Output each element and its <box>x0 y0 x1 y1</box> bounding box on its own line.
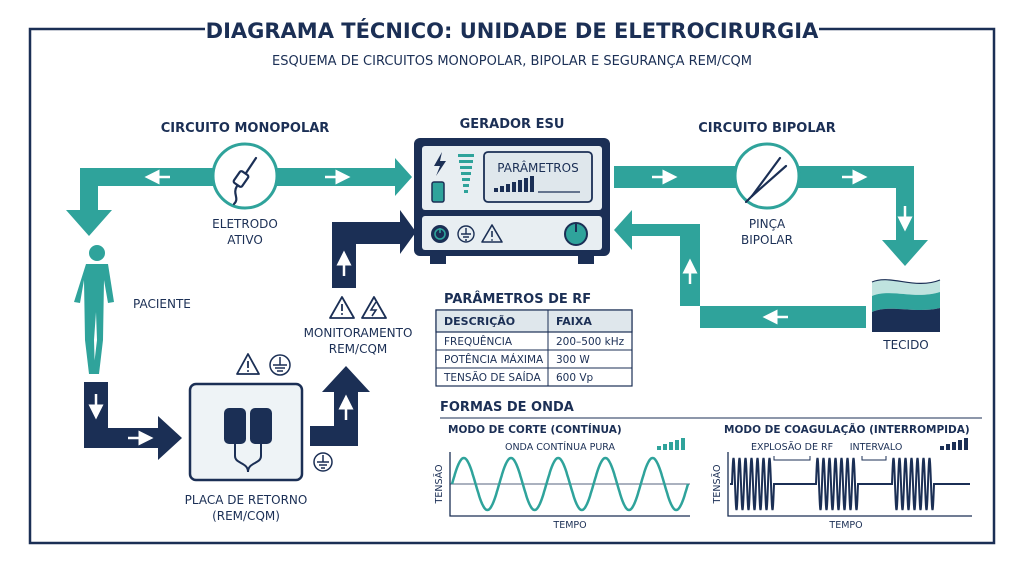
waveforms-title: FORMAS DE ONDA <box>440 400 574 415</box>
tissue-label: TECIDO <box>882 338 929 352</box>
rf-table-cell: POTÊNCIA MÁXIMA <box>444 353 544 366</box>
bipolar-heading: CIRCUITO BIPOLAR <box>698 121 835 136</box>
monitor-label-line2: REM/CQM <box>329 342 388 356</box>
title-mask <box>205 18 819 44</box>
rf-table-header-range: FAIXA <box>556 315 592 328</box>
battery-icon <box>431 181 445 203</box>
rf-table-title: PARÂMETROS DE RF <box>444 291 591 307</box>
coag-ylabel: TENSÃO <box>712 465 723 505</box>
cut-heading: MODO DE CORTE (CONTÍNUA) <box>448 423 622 436</box>
plate-label-line2: (REM/CQM) <box>212 509 280 523</box>
forceps-label-line2: BIPOLAR <box>741 233 793 247</box>
signal-bars-cut <box>657 438 685 450</box>
rf-table-cell: FREQUÊNCIA <box>444 335 513 348</box>
coag-heading: MODO DE COAGULAÇÃO (INTERROMPIDA) <box>724 423 970 436</box>
cut-xlabel: TEMPO <box>552 520 586 531</box>
monitor-to-generator-path <box>332 210 416 288</box>
generator-foot-right <box>578 256 594 264</box>
warning-icon-monitor <box>329 296 355 319</box>
gap-bracket <box>861 456 887 461</box>
ground-icon <box>269 354 291 376</box>
bipolar-return-path <box>614 210 866 328</box>
monopolar-heading: CIRCUITO MONOPOLAR <box>161 121 330 136</box>
generator-foot-left <box>430 256 446 264</box>
return-plate-icon <box>224 408 272 473</box>
electrode-label-line1: ELETRODO <box>212 217 278 231</box>
rf-table-cell: 300 W <box>556 354 590 366</box>
electrode-icon <box>232 156 258 206</box>
coag-waveform <box>730 457 970 511</box>
warning-icon-generator <box>481 224 503 243</box>
screen-bargraph <box>494 176 580 193</box>
tissue-icon <box>871 279 941 332</box>
rf-table-cell: 200–500 kHz <box>556 336 625 348</box>
generator-screen <box>483 151 593 203</box>
burst-bracket <box>773 456 811 461</box>
rf-table-cell: 600 Vp <box>556 372 594 384</box>
cut-axes <box>449 452 690 517</box>
patient-figure-icon <box>74 245 114 374</box>
page-subtitle: ESQUEMA DE CIRCUITOS MONOPOLAR, BIPOLAR … <box>272 54 752 69</box>
plate-to-monitor-path <box>310 366 370 446</box>
cut-ylabel: TENSÃO <box>434 465 445 505</box>
plate-label-line1: PLACA DE RETORNO <box>185 493 308 507</box>
coag-xlabel: TEMPO <box>828 520 862 531</box>
cut-waveform <box>450 456 690 512</box>
ground-icon-plate <box>313 452 333 472</box>
signal-bars-coag <box>940 438 968 450</box>
coag-axes <box>727 452 972 517</box>
monitor-label-line1: MONITORAMENTO <box>304 326 413 340</box>
cut-annotation: ONDA CONTÍNUA PURA <box>505 441 616 453</box>
warning-icon <box>236 353 260 375</box>
rf-table-header-desc: DESCRIÇÃO <box>444 315 515 328</box>
level-indicator <box>458 154 474 193</box>
rf-table: DESCRIÇÃO FAIXA FREQUÊNCIA 200–500 kHz P… <box>435 309 633 387</box>
rf-table-cell: TENSÃO DE SAÍDA <box>443 371 541 384</box>
electrode-label-line2: ATIVO <box>227 233 263 247</box>
patient-to-plate-path <box>84 382 182 460</box>
page-title: DIAGRAMA TÉCNICO: UNIDADE DE ELETROCIRUR… <box>206 18 819 43</box>
coag-annotation-gap: INTERVALO <box>850 442 903 453</box>
power-knob[interactable] <box>564 222 588 246</box>
outer-frame <box>28 27 996 545</box>
generator-heading: GERADOR ESU <box>460 117 565 132</box>
patient-label: PACIENTE <box>133 297 191 311</box>
screen-label: PARÂMETROS <box>497 160 578 175</box>
forceps-icon <box>744 156 788 204</box>
high-voltage-icon <box>361 296 387 319</box>
forceps-label-line1: PINÇA <box>749 217 786 231</box>
coag-annotation-burst: EXPLOSÃO DE RF <box>751 442 833 453</box>
lightning-icon <box>434 152 446 176</box>
power-icon[interactable] <box>431 225 449 243</box>
ground-icon-generator <box>457 225 475 243</box>
